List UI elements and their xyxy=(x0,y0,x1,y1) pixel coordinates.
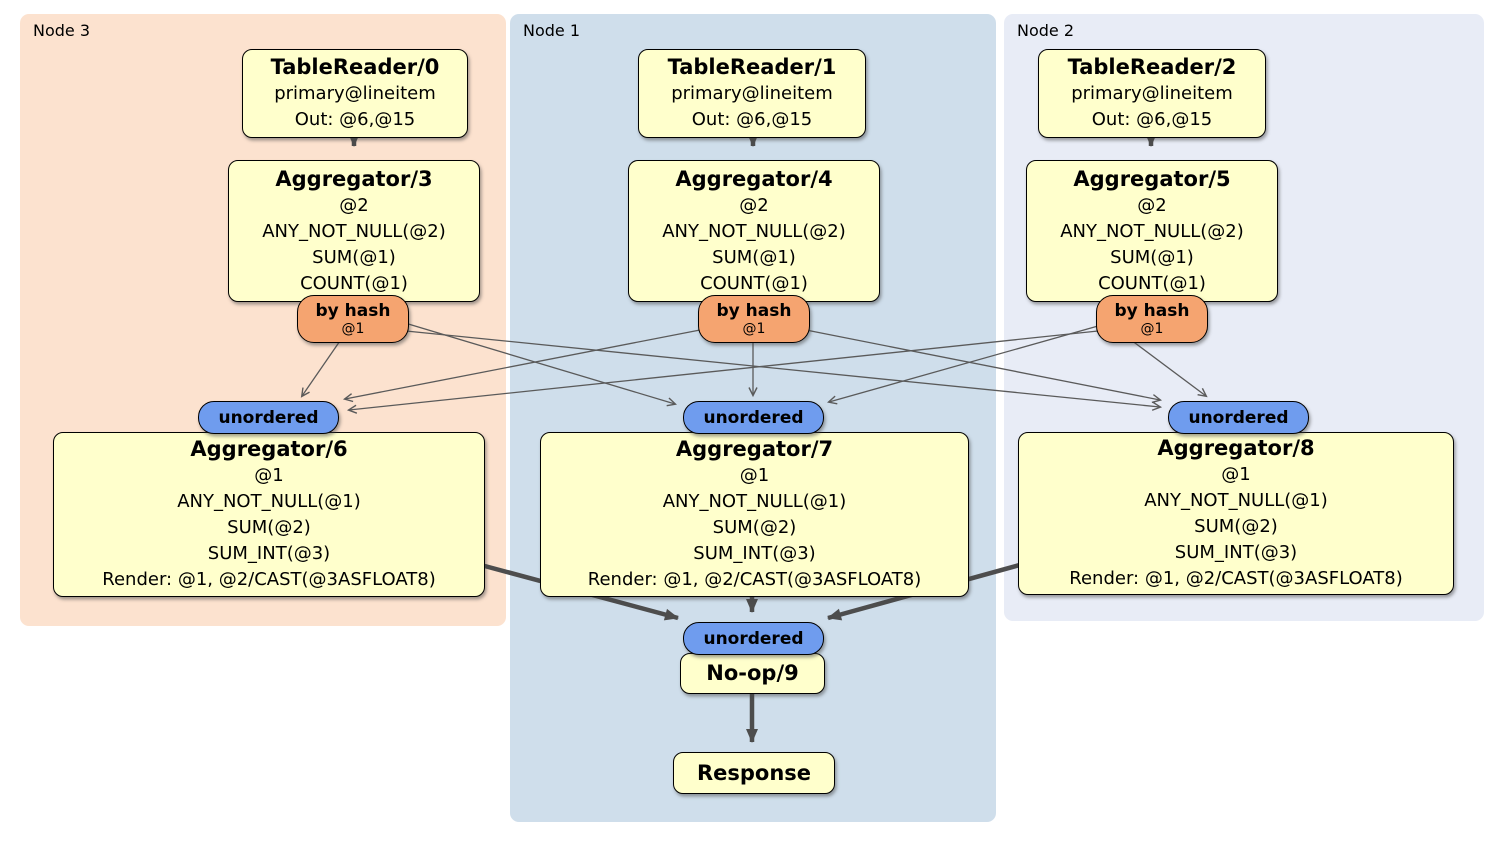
processor-detail: SUM_INT(@3) xyxy=(207,543,331,564)
router-label: by hash xyxy=(1114,301,1190,321)
node-panel-3-label: Node 3 xyxy=(33,21,91,40)
processor-detail: SUM(@2) xyxy=(712,517,797,538)
processor-detail: @1 xyxy=(739,465,770,486)
sync-label: unordered xyxy=(703,407,804,428)
sync-unordered-aggregator7: unordered xyxy=(683,401,824,434)
sync-label: unordered xyxy=(703,628,804,649)
processor-detail: COUNT(@1) xyxy=(1098,272,1206,294)
processor-title: Aggregator/8 xyxy=(1157,436,1315,460)
processor-detail: ANY_NOT_NULL(@1) xyxy=(1144,490,1328,511)
processor-aggregator-4: Aggregator/4 @2 ANY_NOT_NULL(@2) SUM(@1)… xyxy=(628,160,880,302)
processor-tablereader-2: TableReader/2 primary@lineitem Out: @6,@… xyxy=(1038,49,1266,138)
processor-title: Aggregator/5 xyxy=(1073,166,1231,191)
processor-detail: Render: @1, @2/CAST(@3ASFLOAT8) xyxy=(1069,568,1403,589)
router-label: by hash xyxy=(315,301,391,321)
router-detail: @1 xyxy=(742,321,766,337)
processor-aggregator-8: Aggregator/8 @1 ANY_NOT_NULL(@1) SUM(@2)… xyxy=(1018,432,1454,595)
processor-detail: ANY_NOT_NULL(@1) xyxy=(177,491,361,512)
processor-detail: ANY_NOT_NULL(@2) xyxy=(262,220,446,242)
processor-title: No-op/9 xyxy=(706,661,799,685)
processor-detail: @2 xyxy=(339,194,369,216)
router-detail: @1 xyxy=(1140,321,1164,337)
processor-title: TableReader/2 xyxy=(1067,55,1237,79)
processor-detail: COUNT(@1) xyxy=(700,272,808,294)
processor-detail: COUNT(@1) xyxy=(300,272,408,294)
processor-title: Response xyxy=(696,760,812,785)
processor-title: Aggregator/7 xyxy=(675,437,834,461)
processor-aggregator-6: Aggregator/6 @1 ANY_NOT_NULL(@1) SUM(@2)… xyxy=(53,432,485,597)
router-by-hash-3: by hash @1 xyxy=(297,295,409,343)
sync-label: unordered xyxy=(218,407,319,428)
processor-detail: @2 xyxy=(1137,194,1167,216)
node-panel-1-label: Node 1 xyxy=(523,21,581,40)
router-by-hash-5: by hash @1 xyxy=(1096,295,1208,343)
processor-detail: ANY_NOT_NULL(@2) xyxy=(1060,220,1244,242)
processor-tablereader-0: TableReader/0 primary@lineitem Out: @6,@… xyxy=(242,49,468,138)
processor-title: Aggregator/3 xyxy=(275,166,433,191)
processor-detail: Render: @1, @2/CAST(@3ASFLOAT8) xyxy=(587,569,922,590)
router-detail: @1 xyxy=(341,321,365,337)
processor-detail: SUM(@2) xyxy=(227,517,311,538)
sync-label: unordered xyxy=(1188,407,1289,428)
processor-noop-9: No-op/9 xyxy=(680,653,825,694)
processor-detail: SUM(@1) xyxy=(312,246,396,268)
processor-detail: Out: @6,@15 xyxy=(691,109,813,130)
processor-title: Aggregator/4 xyxy=(675,166,833,191)
processor-response: Response xyxy=(673,752,835,794)
sync-unordered-final: unordered xyxy=(683,622,824,655)
processor-title: TableReader/0 xyxy=(270,55,440,79)
processor-detail: @1 xyxy=(1221,464,1251,485)
processor-detail: SUM_INT(@3) xyxy=(693,543,816,564)
processor-detail: Out: @6,@15 xyxy=(294,109,416,130)
processor-aggregator-3: Aggregator/3 @2 ANY_NOT_NULL(@2) SUM(@1)… xyxy=(228,160,480,302)
processor-detail: SUM(@2) xyxy=(1194,516,1278,537)
sync-unordered-aggregator8: unordered xyxy=(1168,401,1309,434)
processor-detail: ANY_NOT_NULL(@2) xyxy=(662,220,846,242)
processor-title: TableReader/1 xyxy=(667,55,837,79)
processor-detail: @1 xyxy=(254,465,284,486)
processor-title: Aggregator/6 xyxy=(190,437,348,461)
processor-aggregator-7: Aggregator/7 @1 ANY_NOT_NULL(@1) SUM(@2)… xyxy=(540,432,969,597)
processor-detail: SUM_INT(@3) xyxy=(1174,542,1298,563)
processor-detail: primary@lineitem xyxy=(274,83,436,104)
processor-detail: primary@lineitem xyxy=(671,83,833,104)
processor-detail: Out: @6,@15 xyxy=(1091,109,1213,130)
processor-detail: SUM(@1) xyxy=(1110,246,1194,268)
node-panel-2-label: Node 2 xyxy=(1017,21,1075,40)
processor-aggregator-5: Aggregator/5 @2 ANY_NOT_NULL(@2) SUM(@1)… xyxy=(1026,160,1278,302)
router-by-hash-4: by hash @1 xyxy=(698,295,810,343)
router-label: by hash xyxy=(716,301,792,321)
processor-detail: ANY_NOT_NULL(@1) xyxy=(662,491,847,512)
processor-tablereader-1: TableReader/1 primary@lineitem Out: @6,@… xyxy=(638,49,866,138)
processor-detail: @2 xyxy=(739,194,769,216)
processor-detail: primary@lineitem xyxy=(1071,83,1233,104)
processor-detail: Render: @1, @2/CAST(@3ASFLOAT8) xyxy=(102,569,436,590)
processor-detail: SUM(@1) xyxy=(712,246,796,268)
sync-unordered-aggregator6: unordered xyxy=(198,401,339,434)
